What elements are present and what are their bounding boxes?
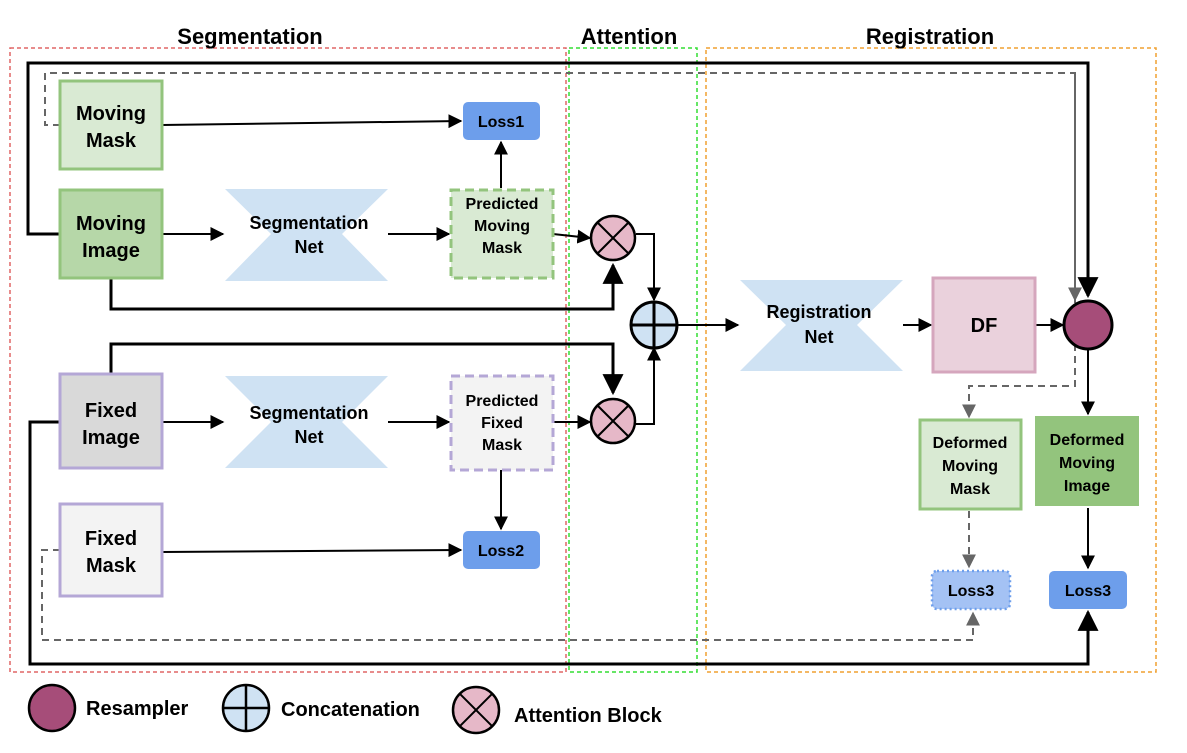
attention-block-top	[589, 214, 637, 262]
attention-section-title: Attention	[581, 24, 678, 49]
connectors	[26, 61, 1099, 666]
deformed-image-label-3: Image	[1064, 478, 1110, 495]
moving-mask-label-2: Mask	[86, 130, 137, 152]
fixed-mask-to-loss2-arrow	[161, 543, 463, 558]
fixed-image-box: Fixed Image	[58, 372, 164, 470]
segnet-top-label-2: Net	[294, 237, 323, 257]
deformed-image-label-2: Moving	[1059, 455, 1115, 472]
legend-concatenation-label: Concatenation	[281, 699, 420, 721]
pred-moving-label-1: Predicted	[466, 196, 539, 213]
pred-moving-label-3: Mask	[482, 240, 522, 257]
moving-mask-to-loss1-arrow	[161, 114, 463, 129]
registration-section-frame	[705, 47, 1157, 673]
segnet-bottom-label-2: Net	[294, 427, 323, 447]
loss2-box: Loss2	[463, 531, 540, 569]
predicted-moving-mask-box: Predicted Moving Mask	[449, 188, 555, 280]
legend-resampler-icon	[27, 683, 77, 733]
loss1-box: Loss1	[463, 102, 540, 140]
pred-moving-to-attention-arrow	[552, 229, 592, 244]
moving-mask-box: Moving Mask	[58, 79, 164, 171]
pred-fixed-label-2: Fixed	[481, 415, 523, 432]
concatenation-node	[629, 300, 679, 350]
loss3-image-box: Loss3	[1049, 571, 1127, 609]
loss3-mask-box: Loss3	[930, 569, 1012, 611]
loss3-image-label: Loss3	[1065, 583, 1111, 600]
regnet-label-1: Registration	[766, 302, 871, 322]
segmentation-section-frame	[9, 47, 567, 673]
legend-resampler-label: Resampler	[86, 698, 188, 720]
loss1-label: Loss1	[478, 114, 524, 131]
attention-block-bottom	[589, 397, 637, 445]
legend: Resampler Concatenation Attention Block	[27, 683, 663, 735]
pred-fixed-label-3: Mask	[482, 437, 522, 454]
segmentation-net-bottom: Segmentation Net	[225, 376, 388, 468]
legend-concatenation-icon	[221, 683, 271, 733]
loss2-label: Loss2	[478, 543, 524, 560]
moving-image-box: Moving Image	[58, 188, 164, 280]
pred-moving-label-2: Moving	[474, 218, 530, 235]
moving-image-to-resampler-path	[26, 61, 1099, 299]
registration-section-title: Registration	[866, 24, 994, 49]
regnet-label-2: Net	[804, 327, 833, 347]
deformed-mask-label-1: Deformed	[933, 435, 1008, 452]
segnet-bottom-label-1: Segmentation	[249, 403, 368, 423]
moving-image-to-attention-top-path	[109, 262, 624, 311]
moving-image-label-1: Moving	[76, 213, 146, 235]
legend-attention-block-icon	[451, 685, 501, 735]
loss3-mask-label: Loss3	[948, 583, 994, 600]
legend-attention-block-label: Attention Block	[514, 705, 663, 727]
fixed-mask-label-2: Mask	[86, 555, 137, 577]
deformed-mask-label-3: Mask	[950, 481, 990, 498]
fixed-image-to-loss3-path	[28, 420, 1099, 666]
fixed-mask-box: Fixed Mask	[58, 502, 164, 598]
deformed-moving-mask-box: Deformed Moving Mask	[918, 418, 1023, 511]
deformed-mask-label-2: Moving	[942, 458, 998, 475]
fixed-mask-dashed-loop	[41, 549, 980, 641]
segmentation-net-top: Segmentation Net	[225, 189, 388, 281]
deformed-image-label-1: Deformed	[1050, 432, 1125, 449]
moving-mask-label-1: Moving	[76, 103, 146, 125]
fixed-image-label-1: Fixed	[85, 400, 137, 422]
predicted-fixed-mask-box: Predicted Fixed Mask	[449, 374, 555, 472]
df-box: DF	[931, 276, 1037, 374]
fixed-mask-label-1: Fixed	[85, 528, 137, 550]
fixed-image-to-attention-bottom-path	[109, 342, 624, 396]
attention-section-frame	[568, 47, 698, 673]
registration-net: Registration Net	[740, 280, 903, 371]
moving-image-label-2: Image	[82, 240, 140, 262]
resampler-node	[1062, 299, 1114, 351]
segnet-top-label-1: Segmentation	[249, 213, 368, 233]
fixed-image-label-2: Image	[82, 427, 140, 449]
pred-fixed-label-1: Predicted	[466, 393, 539, 410]
segmentation-section-title: Segmentation	[177, 24, 322, 49]
df-label: DF	[971, 315, 998, 337]
attention-bottom-to-concat-arrow	[636, 346, 661, 425]
deformed-moving-image-box: Deformed Moving Image	[1035, 416, 1139, 506]
attention-top-to-concat-arrow	[636, 233, 661, 302]
